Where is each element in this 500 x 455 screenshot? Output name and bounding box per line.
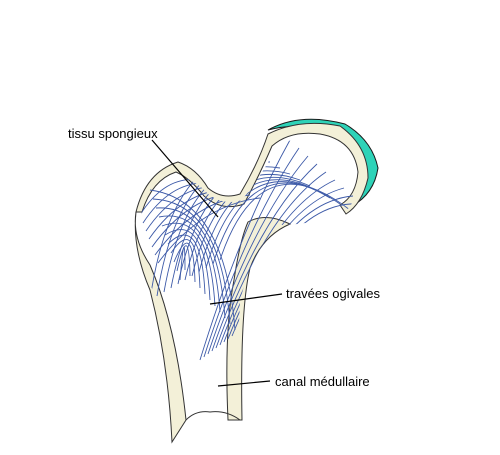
trabecula-arc [211,163,318,352]
trabecula-arc [212,182,341,265]
lateral-cortex [134,211,187,444]
trabecula-arc [199,139,291,361]
trabecula-arc [219,183,351,261]
trabecula-arc [215,171,327,349]
trabecula-arc [179,246,186,281]
trabecula-arc [152,198,231,325]
label-canal-medullaire: canal médullaire [275,374,370,389]
leader-ogival [209,293,283,305]
label-tissu-spongieux: tissu spongieux [68,126,158,141]
leader-canal [217,380,271,387]
leader-spongy [151,139,219,218]
trabecula-arc [173,242,196,283]
trabecula-arc [176,245,191,277]
trabecula-arc [203,147,300,358]
label-travees-ogivales: travées ogivales [286,286,380,301]
trabecula-arc [167,234,206,295]
trabecula-arc [157,197,261,264]
trabecula-arc [158,215,221,313]
medullary-canal-cut [185,411,241,421]
trabecula-arc [207,155,309,355]
trabecula-arc [164,229,211,301]
trabecula-arc [170,239,201,289]
